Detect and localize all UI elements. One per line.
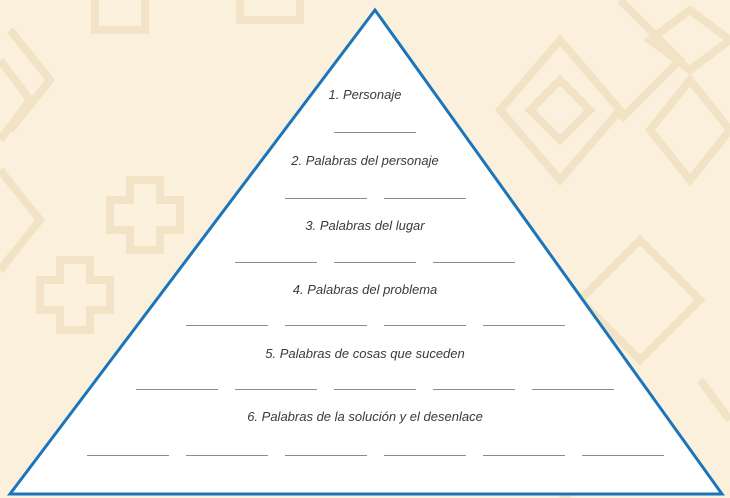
answer-blank-row6-4[interactable] <box>383 455 466 456</box>
row-label-6: 6. Palabras de la solución y el desenlac… <box>247 409 483 424</box>
row-label-4: 4. Palabras del problema <box>292 282 438 297</box>
answer-blank-row3-1[interactable] <box>235 262 317 263</box>
answer-blank-row5-2[interactable] <box>235 389 317 390</box>
answer-blank-row3-3[interactable] <box>433 262 515 263</box>
answer-blank-row6-3[interactable] <box>284 455 367 456</box>
answer-blank-row5-3[interactable] <box>334 389 416 390</box>
row-label-3: 3. Palabras del lugar <box>305 218 425 233</box>
answer-blank-row6-2[interactable] <box>185 455 268 456</box>
answer-blank-row6-1[interactable] <box>86 455 169 456</box>
answer-blank-row6-6[interactable] <box>581 455 664 456</box>
row-label-1: 1. Personaje <box>328 87 402 102</box>
answer-blank-row1-1[interactable] <box>334 132 416 133</box>
answer-blank-row5-1[interactable] <box>136 389 218 390</box>
answer-blank-row4-1[interactable] <box>185 325 268 326</box>
answer-blank-row4-3[interactable] <box>383 325 466 326</box>
answer-blank-row5-5[interactable] <box>532 389 614 390</box>
row-label-5: 5. Palabras de cosas que suceden <box>265 346 465 361</box>
pyramid-shape <box>6 7 725 496</box>
answer-blank-row5-4[interactable] <box>433 389 515 390</box>
answer-blank-row3-2[interactable] <box>334 262 416 263</box>
answer-blank-row2-1[interactable] <box>284 198 367 199</box>
answer-blank-row4-4[interactable] <box>482 325 565 326</box>
row-label-2: 2. Palabras del personaje <box>291 153 439 168</box>
answer-blank-row4-2[interactable] <box>284 325 367 326</box>
answer-blank-row2-2[interactable] <box>383 198 466 199</box>
answer-blank-row6-5[interactable] <box>482 455 565 456</box>
